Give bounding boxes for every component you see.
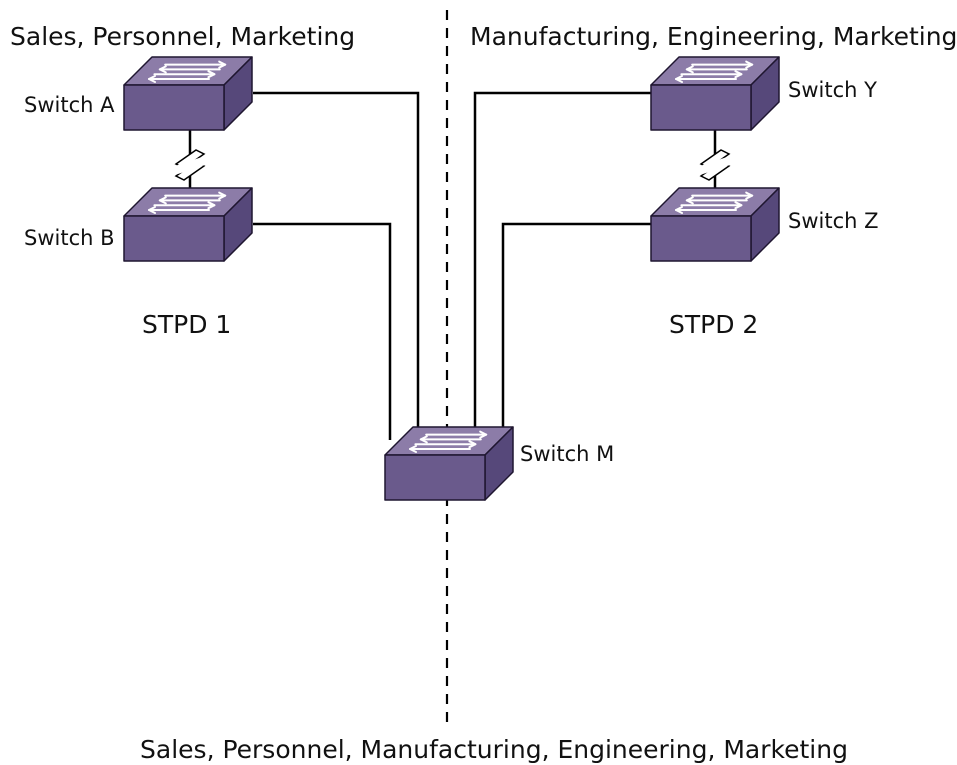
switch-b-label: Switch B [24, 226, 115, 250]
switch-front-face [123, 84, 225, 131]
link-switch-z-to-m [501, 222, 651, 440]
switch-arrows-icon [675, 191, 754, 214]
link-switch-y-to-m [473, 91, 651, 440]
switch-arrows-icon [675, 60, 754, 83]
switch-m-icon [384, 426, 514, 501]
switch-y-label: Switch Y [788, 78, 877, 102]
switch-a-icon [123, 56, 253, 131]
switch-m-label: Switch M [520, 442, 614, 466]
switch-a-label: Switch A [24, 93, 115, 117]
switch-front-face [123, 215, 225, 262]
switch-front-face [384, 454, 486, 501]
link-switch-b-to-m [253, 222, 392, 440]
link-switch-a-to-m [253, 91, 420, 440]
switch-z-label: Switch Z [788, 209, 879, 233]
connection-links [188, 91, 717, 440]
switch-front-face [650, 215, 752, 262]
switch-arrows-icon [148, 191, 227, 214]
stpd-1-label: STPD 1 [142, 310, 231, 339]
switch-y-icon [650, 56, 780, 131]
domain-label-top-left: Sales, Personnel, Marketing [10, 22, 355, 51]
stpd-2-label: STPD 2 [669, 310, 758, 339]
switch-b-icon [123, 187, 253, 262]
switch-arrows-icon [148, 60, 227, 83]
switch-arrows-icon [409, 430, 488, 453]
link-break-ab-icon [174, 149, 206, 181]
switch-layer [123, 56, 780, 501]
switch-z-icon [650, 187, 780, 262]
switch-front-face [650, 84, 752, 131]
domain-label-top-right: Manufacturing, Engineering, Marketing [470, 22, 957, 51]
link-break-yz-icon [699, 149, 731, 181]
domain-label-bottom: Sales, Personnel, Manufacturing, Enginee… [140, 735, 848, 764]
